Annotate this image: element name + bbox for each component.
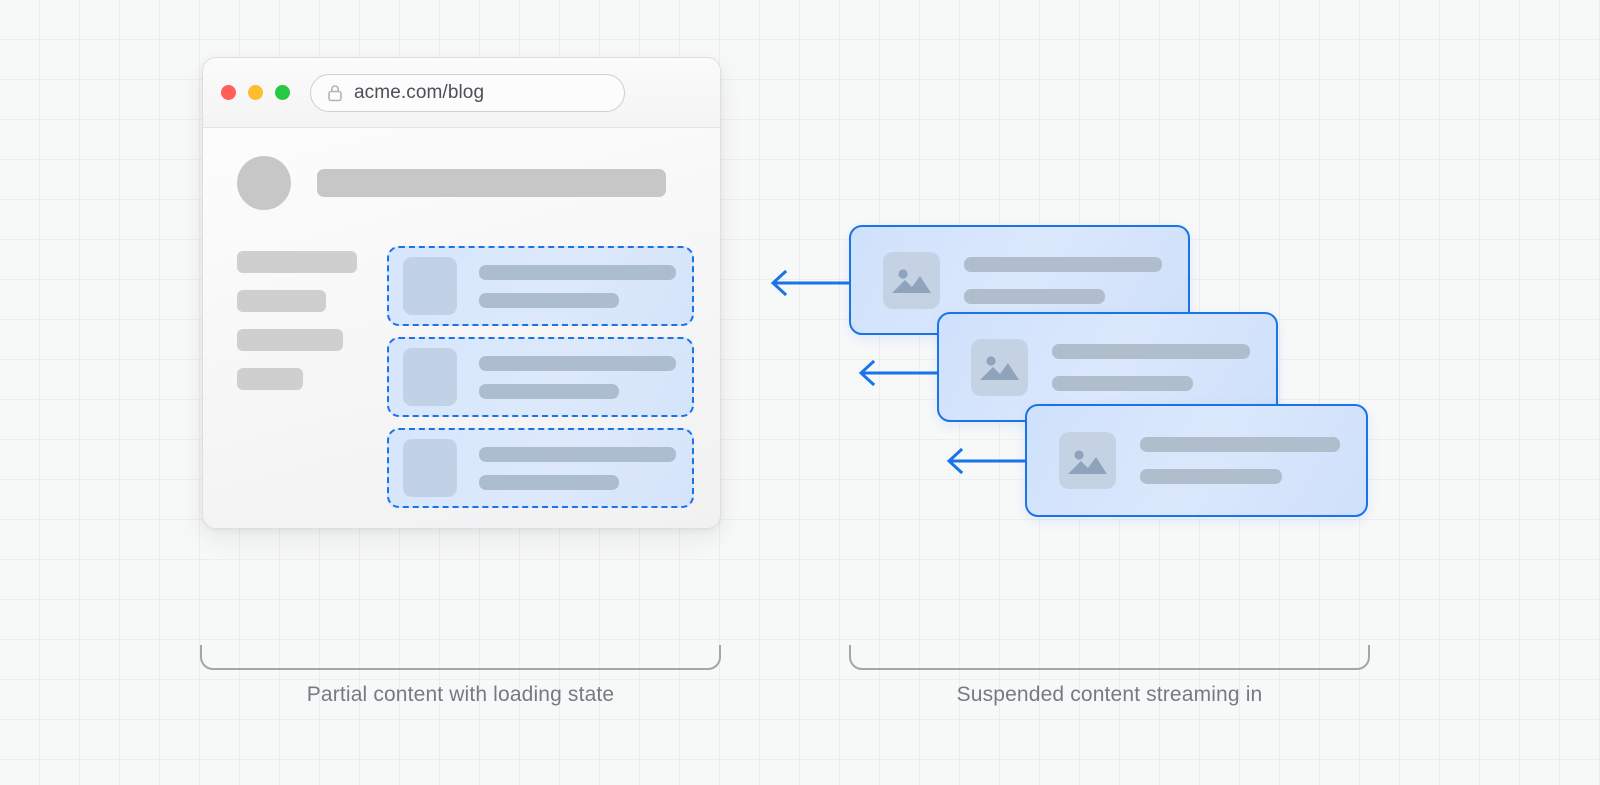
streaming-card[interactable] bbox=[937, 312, 1278, 422]
text-placeholder-line bbox=[964, 288, 1105, 304]
thumbnail-placeholder bbox=[403, 348, 457, 406]
window-close-button[interactable] bbox=[221, 85, 236, 100]
text-placeholder-line bbox=[479, 264, 676, 280]
text-placeholder-line bbox=[964, 256, 1162, 272]
text-placeholder-line bbox=[1052, 375, 1193, 391]
caption-left: Partial content with loading state bbox=[306, 683, 615, 706]
lock-icon bbox=[328, 84, 342, 101]
image-thumbnail bbox=[1059, 432, 1116, 489]
stream-arrow-icon bbox=[768, 266, 854, 300]
page-header bbox=[237, 156, 694, 210]
browser-toolbar: acme.com/blog bbox=[203, 58, 720, 128]
text-placeholder-group bbox=[479, 355, 676, 399]
image-thumbnail bbox=[883, 251, 940, 309]
text-placeholder-group bbox=[479, 446, 676, 490]
text-placeholder-group bbox=[964, 256, 1188, 304]
group-bracket-right bbox=[849, 645, 1370, 671]
text-placeholder-line bbox=[479, 355, 676, 371]
text-placeholder-line bbox=[479, 474, 619, 490]
loading-card bbox=[387, 337, 694, 417]
text-placeholder-line bbox=[479, 383, 619, 399]
thumbnail-placeholder bbox=[403, 257, 457, 315]
title-skeleton-bar bbox=[317, 169, 666, 197]
traffic-lights bbox=[221, 85, 290, 100]
window-minimize-button[interactable] bbox=[248, 85, 263, 100]
thumbnail-placeholder bbox=[403, 439, 457, 497]
text-placeholder-line bbox=[1140, 437, 1340, 452]
sidebar-skeleton-item bbox=[237, 290, 326, 312]
text-placeholder-line bbox=[479, 446, 676, 462]
text-placeholder-line bbox=[1052, 343, 1250, 359]
loading-feed bbox=[387, 246, 694, 519]
streaming-card[interactable] bbox=[1025, 404, 1368, 517]
browser-content bbox=[203, 128, 720, 519]
stream-arrow-icon bbox=[856, 356, 942, 390]
sidebar-skeleton-item bbox=[237, 329, 343, 351]
image-placeholder-icon bbox=[1068, 449, 1107, 474]
page-body bbox=[237, 246, 694, 519]
window-zoom-button[interactable] bbox=[275, 85, 290, 100]
text-placeholder-line bbox=[479, 292, 619, 308]
sidebar-skeleton-item bbox=[237, 368, 303, 390]
text-placeholder-group bbox=[1052, 343, 1276, 391]
url-bar[interactable]: acme.com/blog bbox=[310, 73, 625, 112]
image-placeholder-icon bbox=[892, 269, 931, 293]
text-placeholder-group bbox=[1140, 437, 1366, 484]
stream-arrow-icon bbox=[944, 444, 1030, 478]
sidebar-skeleton-item bbox=[237, 251, 357, 273]
image-placeholder-icon bbox=[980, 356, 1019, 380]
loading-card bbox=[387, 246, 694, 326]
text-placeholder-group bbox=[479, 264, 676, 308]
text-placeholder-line bbox=[1140, 469, 1282, 484]
loading-card bbox=[387, 428, 694, 508]
image-thumbnail bbox=[971, 338, 1028, 396]
browser-window: acme.com/blog bbox=[202, 57, 721, 529]
sidebar bbox=[237, 246, 357, 407]
group-bracket-left bbox=[200, 645, 721, 671]
url-text: acme.com/blog bbox=[354, 81, 485, 103]
avatar bbox=[237, 156, 291, 210]
caption-right: Suspended content streaming in bbox=[956, 683, 1263, 706]
